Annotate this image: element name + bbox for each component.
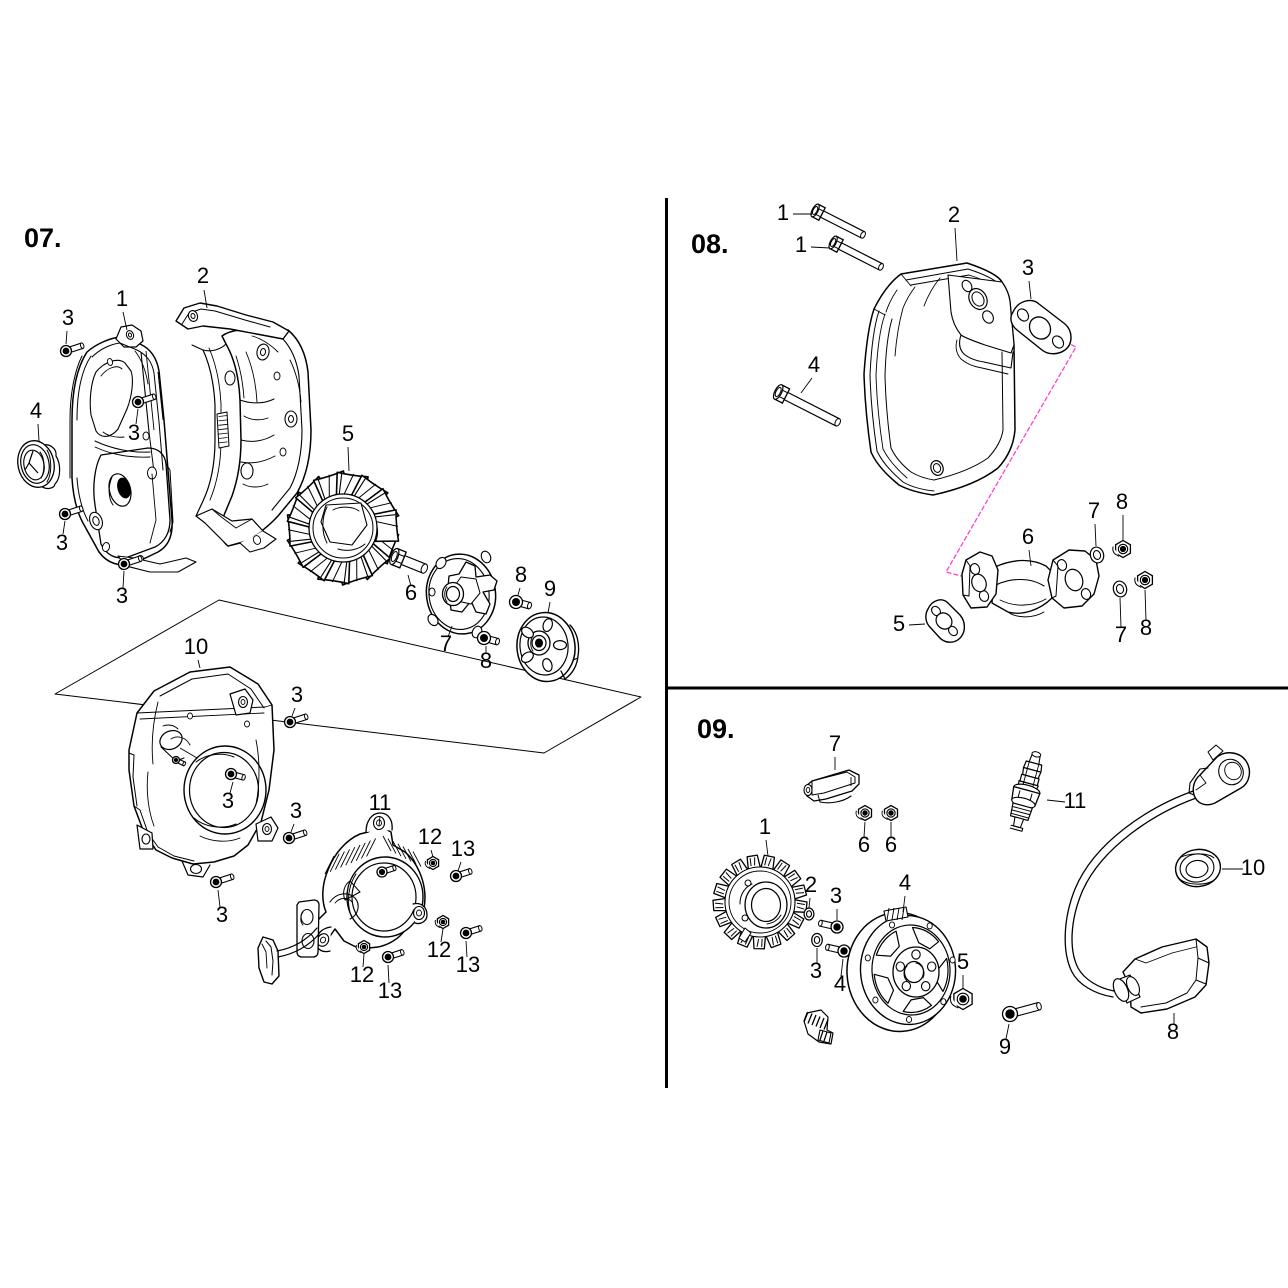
svg-text:07.: 07. — [24, 223, 62, 253]
svg-text:9: 9 — [544, 576, 556, 601]
svg-text:09.: 09. — [697, 714, 735, 744]
svg-text:6: 6 — [858, 832, 870, 857]
svg-text:3: 3 — [291, 682, 303, 707]
svg-text:10: 10 — [184, 634, 208, 659]
svg-text:5: 5 — [957, 949, 969, 974]
svg-text:7: 7 — [829, 731, 841, 756]
svg-text:3: 3 — [1022, 255, 1034, 280]
svg-text:10: 10 — [1241, 855, 1265, 880]
svg-text:3: 3 — [830, 883, 842, 908]
svg-text:8: 8 — [515, 562, 527, 587]
svg-text:13: 13 — [456, 952, 480, 977]
svg-text:13: 13 — [378, 978, 402, 1003]
svg-text:12: 12 — [350, 962, 374, 987]
svg-text:3: 3 — [216, 902, 228, 927]
svg-text:3: 3 — [222, 788, 234, 813]
svg-text:3: 3 — [290, 798, 302, 823]
svg-text:4: 4 — [899, 870, 911, 895]
svg-text:9: 9 — [999, 1034, 1011, 1059]
svg-text:2: 2 — [805, 872, 817, 897]
svg-text:11: 11 — [1064, 788, 1087, 813]
svg-text:12: 12 — [418, 824, 442, 849]
svg-text:8: 8 — [1140, 615, 1152, 640]
svg-text:2: 2 — [948, 202, 960, 227]
svg-text:12: 12 — [427, 937, 451, 962]
svg-text:1: 1 — [795, 232, 807, 257]
svg-text:11: 11 — [369, 790, 392, 815]
svg-text:4: 4 — [30, 398, 42, 423]
svg-text:3: 3 — [810, 958, 822, 983]
svg-text:08.: 08. — [691, 229, 729, 259]
svg-text:3: 3 — [56, 530, 68, 555]
svg-text:13: 13 — [451, 836, 475, 861]
svg-text:3: 3 — [62, 305, 74, 330]
svg-text:1: 1 — [116, 286, 128, 311]
svg-text:4: 4 — [834, 971, 846, 996]
svg-text:5: 5 — [893, 611, 905, 636]
svg-text:3: 3 — [116, 583, 128, 608]
svg-text:8: 8 — [1167, 1019, 1179, 1044]
svg-text:8: 8 — [1116, 489, 1128, 514]
svg-text:6: 6 — [405, 580, 417, 605]
svg-text:2: 2 — [197, 263, 209, 288]
svg-text:7: 7 — [1115, 622, 1127, 647]
svg-text:3: 3 — [128, 420, 140, 445]
svg-text:7: 7 — [1088, 498, 1100, 523]
svg-text:1: 1 — [777, 200, 789, 225]
svg-text:5: 5 — [342, 421, 354, 446]
svg-text:7: 7 — [440, 631, 452, 656]
svg-text:8: 8 — [480, 648, 492, 673]
svg-text:6: 6 — [885, 832, 897, 857]
svg-text:1: 1 — [759, 814, 771, 839]
svg-text:4: 4 — [808, 352, 820, 377]
svg-text:6: 6 — [1022, 524, 1034, 549]
